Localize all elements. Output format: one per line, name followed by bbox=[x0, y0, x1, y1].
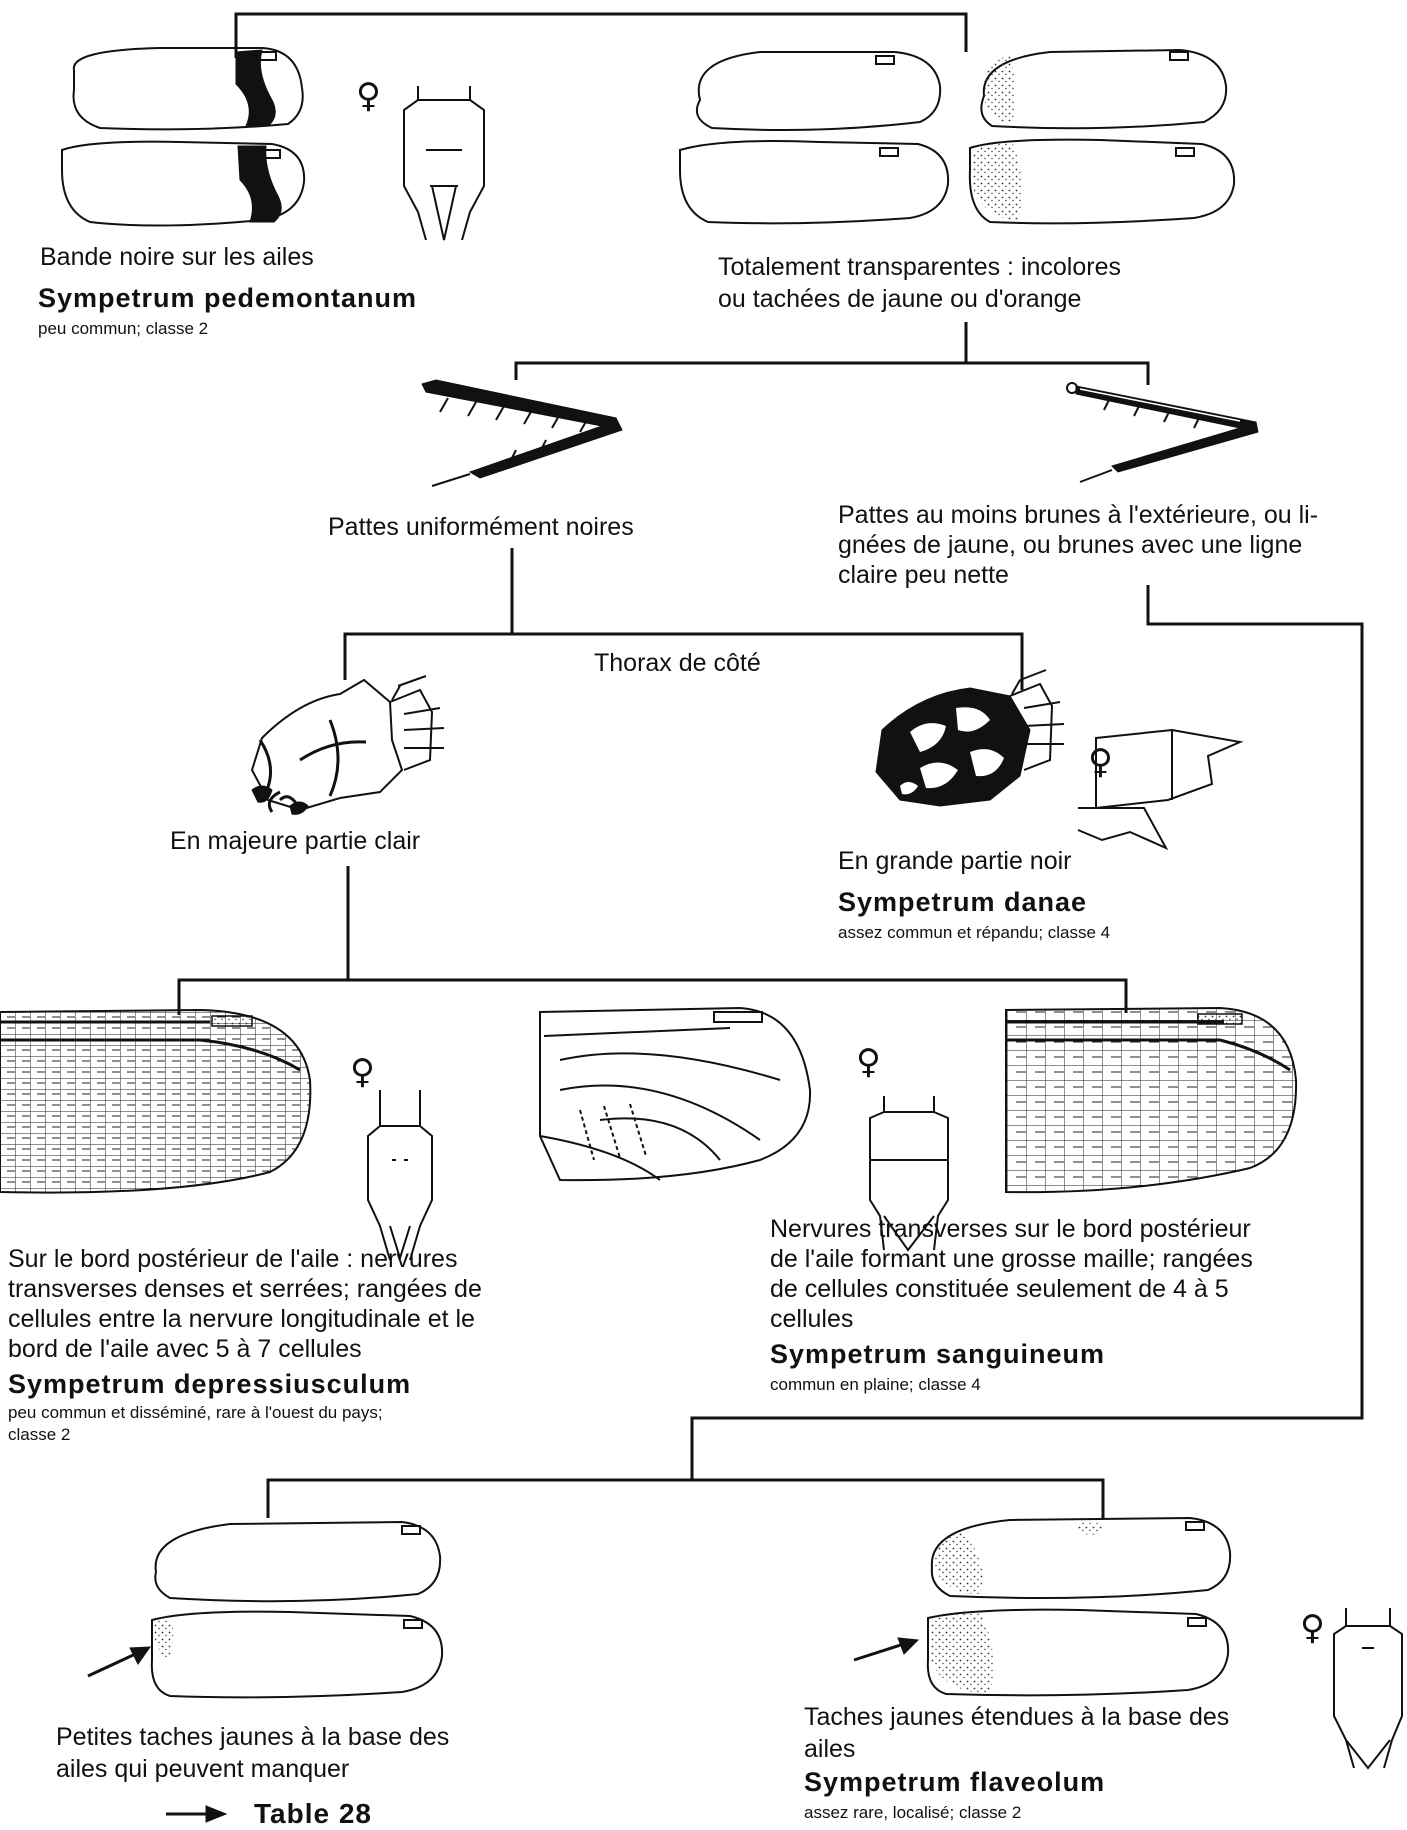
small-spots-line2: ailes qui peuvent manquer bbox=[56, 1754, 349, 1784]
legs-brown-line1: Pattes au moins brunes à l'extérieure, o… bbox=[838, 500, 1318, 530]
thorax-light bbox=[252, 676, 444, 814]
status-danae: assez commun et répandu; classe 4 bbox=[838, 922, 1110, 943]
legs-black-text: Pattes uniformément noires bbox=[328, 512, 634, 542]
status-flaveolum: assez rare, localisé; classe 2 bbox=[804, 1802, 1021, 1823]
female-symbol: ♀ bbox=[856, 1044, 881, 1080]
leg-brown bbox=[1067, 383, 1258, 482]
wing-pair-black-band bbox=[62, 48, 304, 226]
species-danae: Sympetrum danae bbox=[838, 886, 1087, 918]
coarse-veins-line4: cellules bbox=[770, 1304, 853, 1334]
species-depressiusculum: Sympetrum depressiusculum bbox=[8, 1368, 411, 1400]
female-symbol: ♀ bbox=[1300, 1610, 1325, 1646]
dense-veins-line3: cellules entre la nervure longitudinale … bbox=[8, 1304, 475, 1334]
wing-pair-large-spots bbox=[928, 1518, 1230, 1695]
arrow-small-spots bbox=[88, 1647, 150, 1676]
wing-pair-spotted bbox=[970, 50, 1234, 223]
status-depressiusculum-1: peu commun et disséminé, rare à l'ouest … bbox=[8, 1402, 383, 1423]
species-sanguineum: Sympetrum sanguineum bbox=[770, 1338, 1105, 1370]
transparent-line1: Totalement transparentes : incolores bbox=[718, 252, 1121, 282]
thorax-light-text: En majeure partie clair bbox=[170, 826, 420, 856]
status-pedemontanum: peu commun; classe 2 bbox=[38, 318, 208, 339]
transparent-line2: ou tachées de jaune ou d'orange bbox=[718, 284, 1081, 314]
status-depressiusculum-2: classe 2 bbox=[8, 1424, 70, 1445]
species-pedemontanum: Sympetrum pedemontanum bbox=[38, 282, 417, 314]
status-sanguineum: commun en plaine; classe 4 bbox=[770, 1374, 981, 1395]
thorax-label: Thorax de côté bbox=[594, 648, 761, 678]
table-28-reference[interactable]: Table 28 bbox=[254, 1798, 372, 1830]
wing-pair-small-spots bbox=[152, 1522, 442, 1697]
arrow-large-spots bbox=[854, 1638, 918, 1660]
legs-brown-line2: gnées de jaune, ou brunes avec une ligne bbox=[838, 530, 1302, 560]
coarse-veins-line3: de cellules constituée seulement de 4 à … bbox=[770, 1274, 1229, 1304]
coarse-veins-line1: Nervures transverses sur le bord postéri… bbox=[770, 1214, 1251, 1244]
wing-tip-coarse-veins bbox=[1006, 1008, 1296, 1192]
legs-brown-line3: claire peu nette bbox=[838, 560, 1009, 590]
thorax-black bbox=[876, 670, 1064, 806]
wing-pair-plain bbox=[680, 52, 948, 223]
branch-yellow-spots bbox=[268, 1480, 1103, 1518]
abdomen-female-flaveolum bbox=[1334, 1608, 1402, 1768]
species-flaveolum: Sympetrum flaveolum bbox=[804, 1766, 1105, 1798]
dense-veins-line2: transverses denses et serrées; rangées d… bbox=[8, 1274, 482, 1304]
wing-tip-dense-veins bbox=[0, 1010, 310, 1193]
dense-veins-line4: bord de l'aile avec 5 à 7 cellules bbox=[8, 1334, 362, 1364]
large-spots-line1: Taches jaunes étendues à la base des bbox=[804, 1702, 1229, 1732]
abdomen-female-depressiusculum bbox=[368, 1090, 432, 1260]
female-symbol: ♀ bbox=[1088, 744, 1113, 780]
large-spots-line2: ailes bbox=[804, 1734, 855, 1764]
dense-veins-line1: Sur le bord postérieur de l'aile : nervu… bbox=[8, 1244, 457, 1274]
female-symbol: ♀ bbox=[356, 78, 381, 114]
small-spots-line1: Petites taches jaunes à la base des bbox=[56, 1722, 449, 1752]
coarse-veins-line2: de l'aile formant une grosse maille; ran… bbox=[770, 1244, 1253, 1274]
black-band-text: Bande noire sur les ailes bbox=[40, 242, 314, 272]
branch-legs bbox=[516, 322, 1148, 385]
female-symbol: ♀ bbox=[350, 1054, 375, 1090]
thorax-black-text: En grande partie noir bbox=[838, 846, 1071, 876]
abdomen-female-pedemontanum bbox=[404, 86, 484, 240]
wing-tip-schematic bbox=[540, 1008, 810, 1180]
black-band-forewing bbox=[236, 50, 275, 126]
leg-black bbox=[422, 380, 622, 486]
table-ref-arrow bbox=[166, 1806, 226, 1822]
